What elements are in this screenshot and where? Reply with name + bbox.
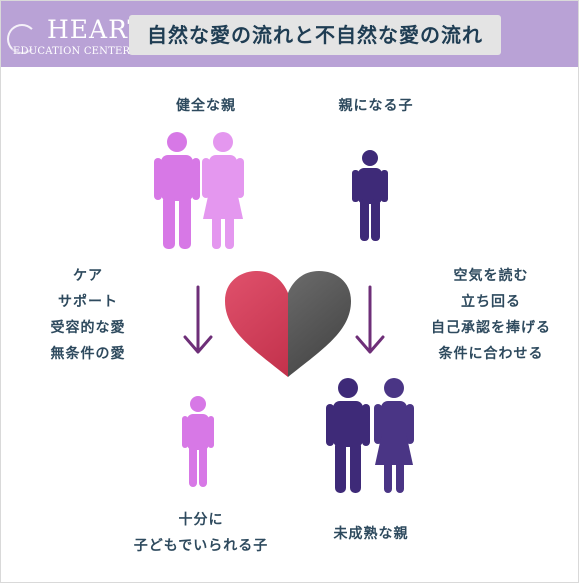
left-flow-item: 無条件の愛 xyxy=(50,346,126,362)
logo: HEART EDUCATION CENTER xyxy=(7,7,144,63)
man-figure-icon xyxy=(154,132,200,249)
left-flow-item: 受容的な愛 xyxy=(50,320,126,336)
down-arrow-icon xyxy=(355,285,385,354)
right-flow-item: 条件に合わせる xyxy=(438,346,544,362)
logo-subtitle: EDUCATION CENTER xyxy=(13,46,131,57)
title-box: 自然な愛の流れと不自然な愛の流れ xyxy=(129,15,501,55)
label-enough-child-line2: 子どもでいられる子 xyxy=(133,538,269,554)
down-arrow-icon xyxy=(183,285,213,354)
logo-title: HEART xyxy=(47,15,146,44)
right-flow-item: 立ち回る xyxy=(461,294,521,310)
heart-icon xyxy=(225,271,351,377)
crescent-logo-icon xyxy=(7,24,37,54)
label-immature-parents: 未成熟な親 xyxy=(333,526,409,542)
label-child-becoming-parent: 親になる子 xyxy=(338,98,414,114)
label-enough-child-line1: 十分に xyxy=(178,512,224,528)
left-flow-item: サポート xyxy=(58,294,118,310)
right-flow-item: 自己承認を捧げる xyxy=(431,320,551,336)
woman-figure-icon xyxy=(202,132,244,249)
page-title: 自然な愛の流れと不自然な愛の流れ xyxy=(147,23,483,47)
child-figure-icon xyxy=(352,150,388,241)
label-healthy-parents: 健全な親 xyxy=(176,98,236,114)
right-flow-item: 空気を読む xyxy=(453,268,529,284)
left-flow-item: ケア xyxy=(73,268,103,284)
header-bar: HEART EDUCATION CENTER 自然な愛の流れと不自然な愛の流れ xyxy=(1,1,578,67)
child-figure-icon xyxy=(182,396,214,487)
man-figure-icon xyxy=(326,378,370,493)
woman-figure-icon xyxy=(374,378,414,493)
